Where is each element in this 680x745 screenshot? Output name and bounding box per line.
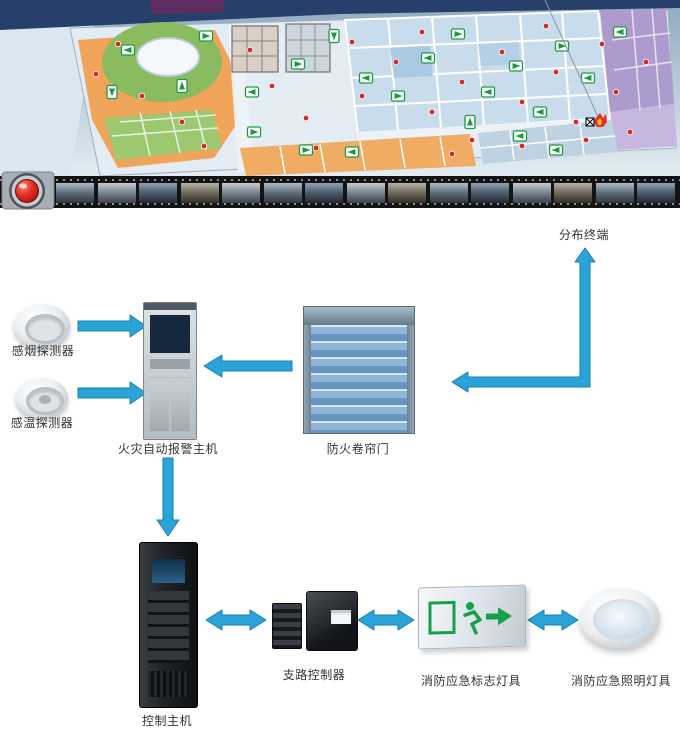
branch-controller-image [270,585,358,651]
film-thumbnail[interactable] [388,183,426,203]
film-thumbnail[interactable] [264,183,302,203]
heat-detector-grille [26,386,64,415]
downlight-glass [593,599,651,641]
heat-detector-image [16,378,68,418]
control-host-image [139,542,198,708]
label-branch-controller: 支路控制器 [282,668,346,682]
label-fire-shutter-door: 防火卷帘门 [326,442,390,456]
label-control-host: 控制主机 [141,714,193,728]
film-thumbnail[interactable] [430,183,468,203]
arrow-heat-to-host [77,381,147,405]
label-emergency-sign-lamp: 消防应急标志灯具 [420,674,522,688]
smoke-detector-grille [25,313,65,344]
diagram-arrows [77,247,596,631]
checkpoint-icon [585,117,595,127]
alarm-point-dots [92,22,650,158]
label-emergency-light-lamp: 消防应急照明灯具 [570,674,672,688]
fire-alarm-host-image [143,302,197,440]
arrow-door-to-host [203,354,293,378]
branch-controller-nameplate [331,610,351,624]
film-thumbnail[interactable] [554,183,592,203]
arrow-smoke-to-host [77,314,147,338]
map-zones [69,8,677,177]
emergency-light-lamp-image [580,588,660,648]
film-thumbnail[interactable] [181,183,219,203]
map-water-area [0,22,95,178]
fire-incident-icon [593,113,607,127]
smoke-detector-image [14,304,70,348]
heat-detector-sensor [38,394,51,404]
film-thumbnail[interactable] [56,183,94,203]
site-map-image [0,0,680,210]
exit-sign-panel [418,584,526,650]
film-thumbnail[interactable] [637,183,675,203]
branch-controller-unit-large [306,591,358,651]
label-fire-alarm-host: 火灾自动报警主机 [117,442,219,456]
arrow-control-branch [205,609,267,631]
arrow-host-to-control [156,457,180,537]
running-man-pictogram [428,600,512,635]
film-thumbnail[interactable] [596,183,634,203]
film-thumbnail[interactable] [305,183,343,203]
film-thumbnail[interactable] [347,183,385,203]
arrow-branch-sign [357,609,415,631]
film-thumbnail[interactable] [222,183,260,203]
film-thumbnail[interactable] [139,183,177,203]
arrow-terminal-connector [451,247,596,393]
film-thumbnail[interactable] [513,183,551,203]
fire-shutter-door-image [303,306,415,434]
label-heat-detector: 感温探测器 [10,416,74,430]
label-distributed-terminal: 分布终端 [558,228,610,242]
arrow-sign-light [527,609,579,631]
film-strip [0,176,680,208]
callout-line [544,0,600,120]
branch-controller-unit-small [272,603,302,649]
label-smoke-detector: 感烟探测器 [11,344,75,358]
emergency-sign-lamp-image [416,582,528,656]
film-thumbnail[interactable] [98,183,136,203]
map-purple-building [150,0,225,14]
alarm-indicator-button[interactable] [1,171,55,210]
film-thumbnail[interactable] [471,183,509,203]
